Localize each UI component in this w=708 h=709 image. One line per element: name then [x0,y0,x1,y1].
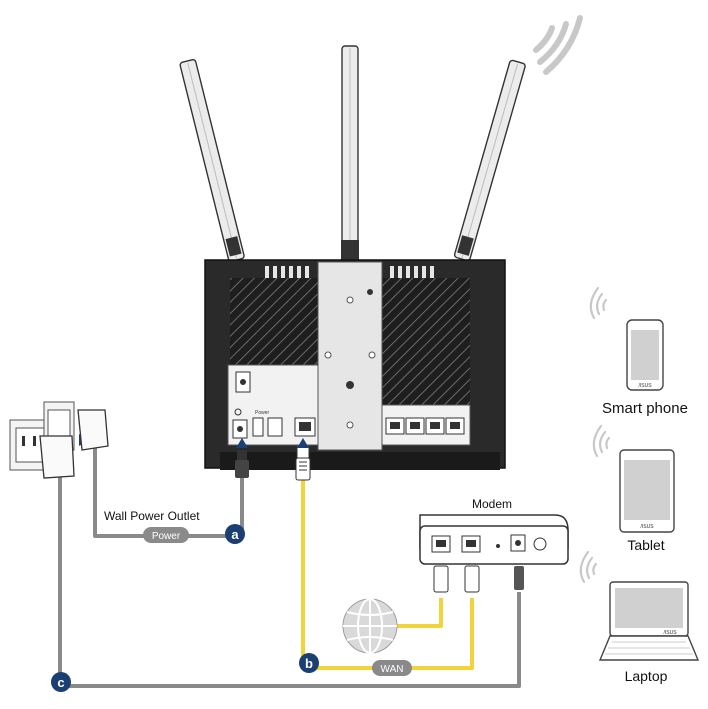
wall-power-outlet-label: Wall Power Outlet [104,509,200,523]
wan-pill-label: WAN [381,664,404,675]
svg-text:b: b [305,656,313,671]
tablet-device: /ISUS [592,424,675,533]
router: Power [204,259,506,470]
smart-phone-device: /ISUS [589,286,664,391]
phone-logo: /ISUS [638,383,652,389]
antenna-center [341,45,359,264]
laptop-label: Laptop [625,668,668,684]
badge-c: c [51,672,71,692]
modem [419,514,569,565]
badge-a: a [225,524,245,544]
power-pill: Power [143,527,189,543]
tablet-logo: /ISUS [640,524,654,530]
router-power-plug [235,450,249,478]
tablet-wifi-icon [592,424,611,458]
badge-b: b [299,653,319,673]
modem-power-cable [58,470,521,688]
antenna-right [453,59,526,262]
tablet-label: Tablet [627,537,664,553]
smart-phone-label: Smart phone [602,400,688,417]
wall-power-outlet [9,401,109,479]
phone-wifi-icon [589,286,608,320]
laptop-logo: /ISUS [663,630,677,636]
wifi-signal-icon [533,15,583,75]
router-antennas [179,45,526,264]
antenna-left [179,59,245,262]
internet-globe-icon [342,598,398,654]
modem-label: Modem [472,497,512,511]
modem-plugs [433,565,524,593]
svg-text:c: c [57,675,64,690]
svg-text:a: a [231,527,239,542]
laptop-device: /ISUS [579,550,700,661]
internet-cable [394,598,443,628]
laptop-wifi-icon [579,550,598,584]
wan-pill: WAN [372,660,412,676]
router-power-label: Power [255,410,270,416]
router-wan-plug [295,445,311,481]
power-pill-label: Power [152,531,181,542]
